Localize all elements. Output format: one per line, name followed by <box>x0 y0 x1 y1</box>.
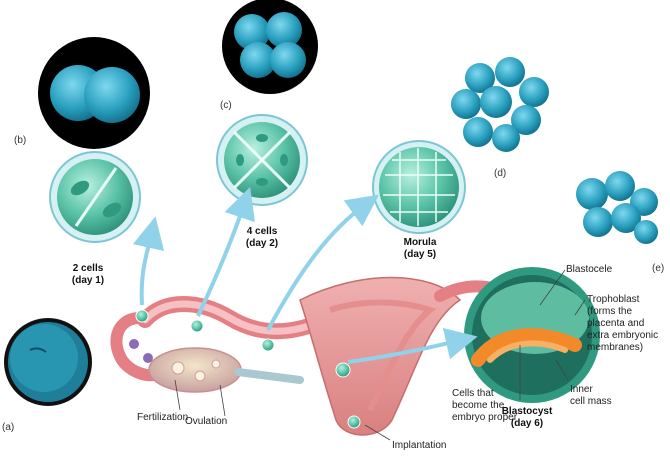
svg-text:Inner: Inner <box>570 384 593 395</box>
svg-text:membranes): membranes) <box>587 342 643 353</box>
sem-photo-a <box>4 318 92 406</box>
blastocyst-title: Blastocyst <box>502 406 553 417</box>
two-cell-embryo <box>49 151 141 243</box>
morula-day: (day 5) <box>404 249 436 260</box>
morula-title: Morula <box>404 237 437 248</box>
panel-label-e: (e) <box>652 263 664 274</box>
ovulation-label: Ovulation <box>185 416 227 427</box>
four-cell-embryo <box>216 114 308 206</box>
two-cells-day: (day 1) <box>72 275 104 286</box>
blastocele-label: Blastocele <box>566 264 613 275</box>
panel-label-b: (b) <box>14 135 26 146</box>
embryo-cells-label: Cells that become the embryo proper <box>452 388 518 423</box>
svg-text:extra embryonic: extra embryonic <box>587 330 658 341</box>
sem-photo-c <box>222 0 318 94</box>
panel-label-c: (c) <box>220 100 232 111</box>
four-cells-title: 4 cells <box>247 226 278 237</box>
svg-text:Trophoblast: Trophoblast <box>587 294 640 305</box>
implantation-label: Implantation <box>392 440 446 451</box>
svg-text:placenta and: placenta and <box>587 318 644 329</box>
svg-text:Cells that: Cells that <box>452 388 494 399</box>
fertilization-label: Fertilization <box>137 412 188 423</box>
panel-label-d: (d) <box>494 168 506 179</box>
two-cells-title: 2 cells <box>73 263 104 274</box>
svg-text:embryo proper: embryo proper <box>452 412 518 423</box>
sem-photo-e <box>563 160 663 260</box>
inner-cell-mass-label: Inner cell mass <box>570 384 612 407</box>
sem-photo-d <box>441 45 553 157</box>
svg-text:cell mass: cell mass <box>570 396 612 407</box>
leader-lines <box>174 269 586 441</box>
sem-photo-b <box>38 37 150 149</box>
panel-label-a: (a) <box>2 422 14 433</box>
trophoblast-label: Trophoblast (forms the placenta and extr… <box>587 294 658 353</box>
four-cells-day: (day 2) <box>246 238 278 249</box>
svg-text:(forms the: (forms the <box>587 306 632 317</box>
morula-embryo <box>372 140 466 234</box>
blastocyst-embryo <box>464 267 600 403</box>
svg-text:become the: become the <box>452 400 505 411</box>
arrows <box>132 186 478 364</box>
blastocyst-day: (day 6) <box>511 418 543 429</box>
